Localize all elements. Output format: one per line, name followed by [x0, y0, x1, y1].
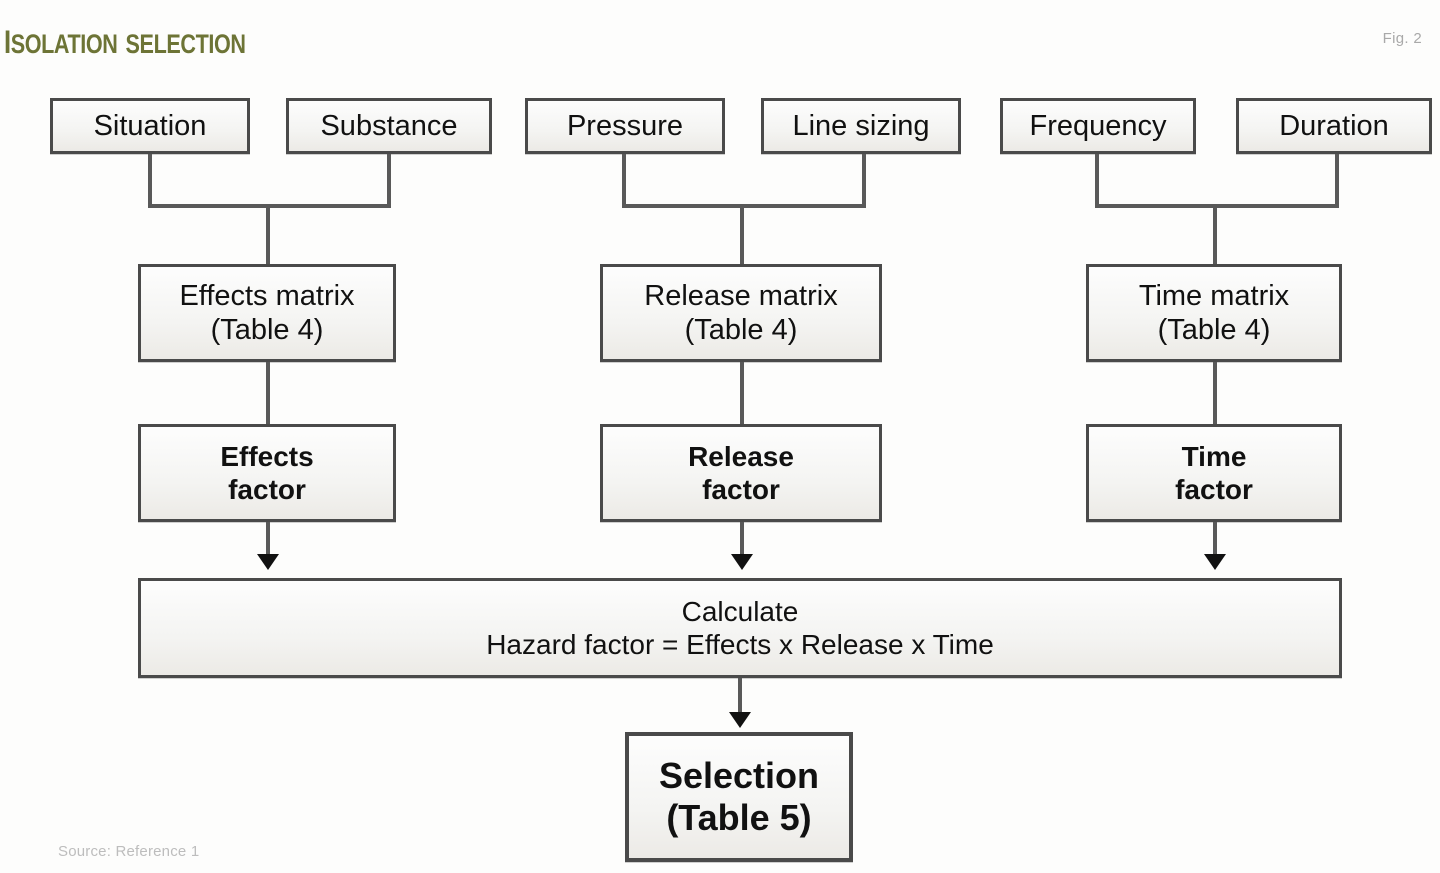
time-factor-line1: Time — [1181, 440, 1247, 472]
input-box-pressure-label: Pressure — [566, 109, 684, 142]
time-matrix-line2: (Table 4) — [1157, 314, 1271, 346]
input-box-situation[interactable]: Situation — [50, 98, 250, 154]
connector-situation-stem — [148, 154, 152, 208]
time-matrix-line1: Time matrix — [1138, 279, 1290, 312]
input-box-substance-label: Substance — [320, 109, 458, 142]
connector-calculate-to-selection — [738, 678, 742, 720]
result-box-release-factor[interactable]: Release factor — [600, 424, 882, 522]
process-box-calculate[interactable]: Calculate Hazard factor = Effects x Rele… — [138, 578, 1342, 678]
arrowhead-effects-to-calculate — [257, 554, 279, 570]
figure-number-label: Fig. 2 — [1382, 30, 1422, 47]
input-box-pressure[interactable]: Pressure — [525, 98, 725, 154]
selection-line2: (Table 5) — [666, 797, 812, 838]
page-title: Isolation selection — [4, 11, 246, 63]
arrowhead-time-to-calculate — [1204, 554, 1226, 570]
process-box-release-matrix[interactable]: Release matrix (Table 4) — [600, 264, 882, 362]
effects-matrix-line2: (Table 4) — [210, 314, 324, 346]
selection-line1: Selection — [658, 754, 820, 796]
connector-release-bracket-drop — [740, 204, 744, 264]
connector-substance-stem — [387, 154, 391, 208]
connector-pressure-stem — [622, 154, 626, 208]
release-factor-line1: Release — [688, 440, 794, 472]
input-box-frequency[interactable]: Frequency — [1000, 98, 1196, 154]
connector-effects-matrix-to-factor — [266, 362, 270, 424]
connector-effects-bracket-drop — [266, 204, 270, 264]
result-box-time-factor[interactable]: Time factor — [1086, 424, 1342, 522]
result-box-effects-factor[interactable]: Effects factor — [138, 424, 396, 522]
connector-duration-stem — [1335, 154, 1339, 208]
connector-time-matrix-to-factor — [1213, 362, 1217, 424]
process-box-time-matrix[interactable]: Time matrix (Table 4) — [1086, 264, 1342, 362]
arrowhead-calculate-to-selection — [729, 712, 751, 728]
input-box-substance[interactable]: Substance — [286, 98, 492, 154]
connector-effects-factor-to-calc — [266, 522, 270, 562]
arrowhead-release-to-calculate — [731, 554, 753, 570]
time-factor-line2: factor — [1175, 474, 1253, 505]
connector-time-factor-to-calc — [1213, 522, 1217, 562]
input-box-line-sizing[interactable]: Line sizing — [761, 98, 961, 154]
release-matrix-line2: (Table 4) — [684, 314, 798, 346]
result-box-selection[interactable]: Selection (Table 5) — [625, 732, 853, 862]
source-note: Source: Reference 1 — [58, 843, 200, 860]
input-box-situation-label: Situation — [93, 109, 207, 142]
connector-release-bracket — [622, 204, 866, 208]
release-factor-line2: factor — [702, 474, 780, 505]
input-box-duration-label: Duration — [1279, 109, 1389, 142]
connector-time-bracket-drop — [1213, 204, 1217, 264]
input-box-line-sizing-label: Line sizing — [792, 109, 930, 142]
release-matrix-line1: Release matrix — [644, 279, 838, 312]
process-box-effects-matrix[interactable]: Effects matrix (Table 4) — [138, 264, 396, 362]
calculate-line1: Calculate — [681, 595, 799, 627]
connector-release-factor-to-calc — [740, 522, 744, 562]
input-box-duration[interactable]: Duration — [1236, 98, 1432, 154]
input-box-frequency-label: Frequency — [1029, 109, 1167, 142]
effects-factor-line2: factor — [228, 474, 306, 505]
effects-factor-line1: Effects — [220, 440, 314, 472]
connector-release-matrix-to-factor — [740, 362, 744, 424]
connector-time-bracket — [1095, 204, 1339, 208]
effects-matrix-line1: Effects matrix — [179, 279, 355, 312]
calculate-line2: Hazard factor = Effects x Release x Time — [486, 629, 994, 660]
connector-line-sizing-stem — [862, 154, 866, 208]
connector-frequency-stem — [1095, 154, 1099, 208]
